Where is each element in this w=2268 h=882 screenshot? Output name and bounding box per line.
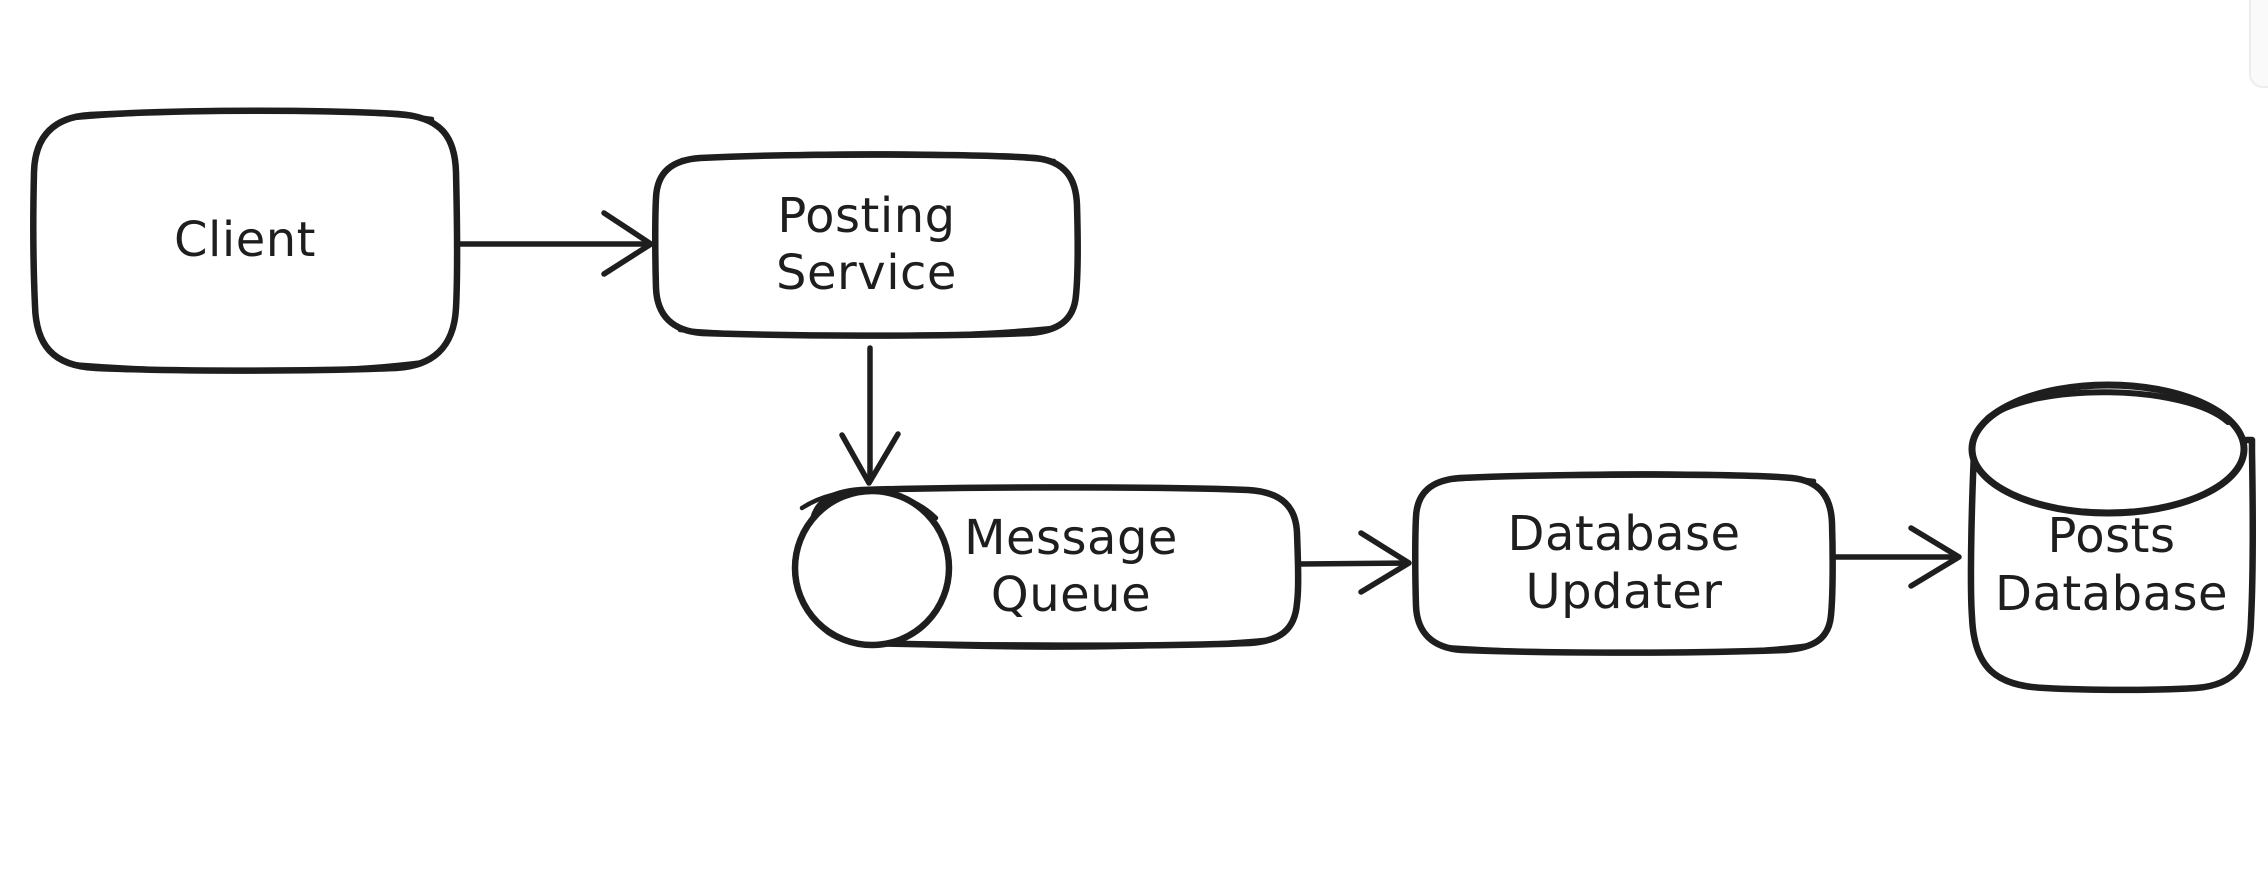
client-box-overdraw-top[interactable]	[71, 108, 435, 122]
node-posts-database[interactable]	[1967, 381, 2256, 694]
top-right-panel-corner	[2249, 0, 2268, 88]
node-label-postsdb-line-2: Database	[1994, 565, 2229, 622]
node-label-posting-service[interactable]: Posting Service	[655, 155, 1078, 335]
node-label-posting-line-1: Posting	[777, 187, 956, 244]
message-queue-circle-overdraw[interactable]	[799, 488, 939, 521]
posts-database-top-ellipse[interactable]	[1968, 381, 2248, 517]
node-label-database-updater[interactable]: Database Updater	[1415, 475, 1833, 652]
edge-mq-updater-arrowhead[interactable]	[1358, 530, 1412, 595]
node-label-updater-line-1: Database	[1507, 506, 1741, 563]
edge-client-posting-arrowhead[interactable]	[601, 210, 654, 277]
edge-updater-postsdb-arrowhead[interactable]	[1908, 525, 1962, 589]
node-label-mq-line-2: Queue	[990, 567, 1152, 623]
client-box-overdraw-bottom[interactable]	[67, 359, 427, 374]
edge-database-updater-to-posts-database[interactable]	[1830, 525, 1962, 589]
database-updater-overdraw-top[interactable]	[1445, 471, 1817, 484]
node-label-updater-line-2: Updater	[1525, 563, 1723, 620]
node-label-mq-line-1: Message	[964, 509, 1178, 566]
node-database-updater[interactable]	[1412, 471, 1836, 656]
message-queue-overdraw-bottom[interactable]	[842, 636, 1278, 650]
node-label-client-line: Client	[174, 212, 316, 269]
node-label-message-queue[interactable]: Message Queue	[895, 488, 1247, 646]
node-message-queue[interactable]	[791, 484, 1302, 650]
posting-service-overdraw-bottom[interactable]	[677, 325, 1055, 339]
node-posting-service[interactable]	[652, 151, 1081, 339]
edge-posting-mq-arrowhead[interactable]	[839, 431, 901, 486]
posting-service-overdraw-top[interactable]	[679, 151, 1057, 164]
edge-message-queue-to-database-updater[interactable]	[1297, 530, 1412, 595]
edge-posting-service-to-message-queue[interactable]	[839, 345, 901, 486]
node-label-postsdb-line-1: Posts	[2047, 508, 2176, 565]
node-label-posting-line-2: Service	[776, 245, 957, 301]
node-client[interactable]	[30, 107, 461, 374]
posts-database-ellipse-overdraw[interactable]	[1985, 389, 2231, 425]
node-label-posts-database[interactable]: Posts Database	[1970, 468, 2253, 663]
edge-mq-updater-line[interactable]	[1297, 560, 1410, 567]
database-updater-overdraw-bottom[interactable]	[1441, 642, 1813, 656]
node-label-client[interactable]: Client	[33, 112, 457, 370]
edge-client-to-posting-service[interactable]	[454, 210, 654, 277]
